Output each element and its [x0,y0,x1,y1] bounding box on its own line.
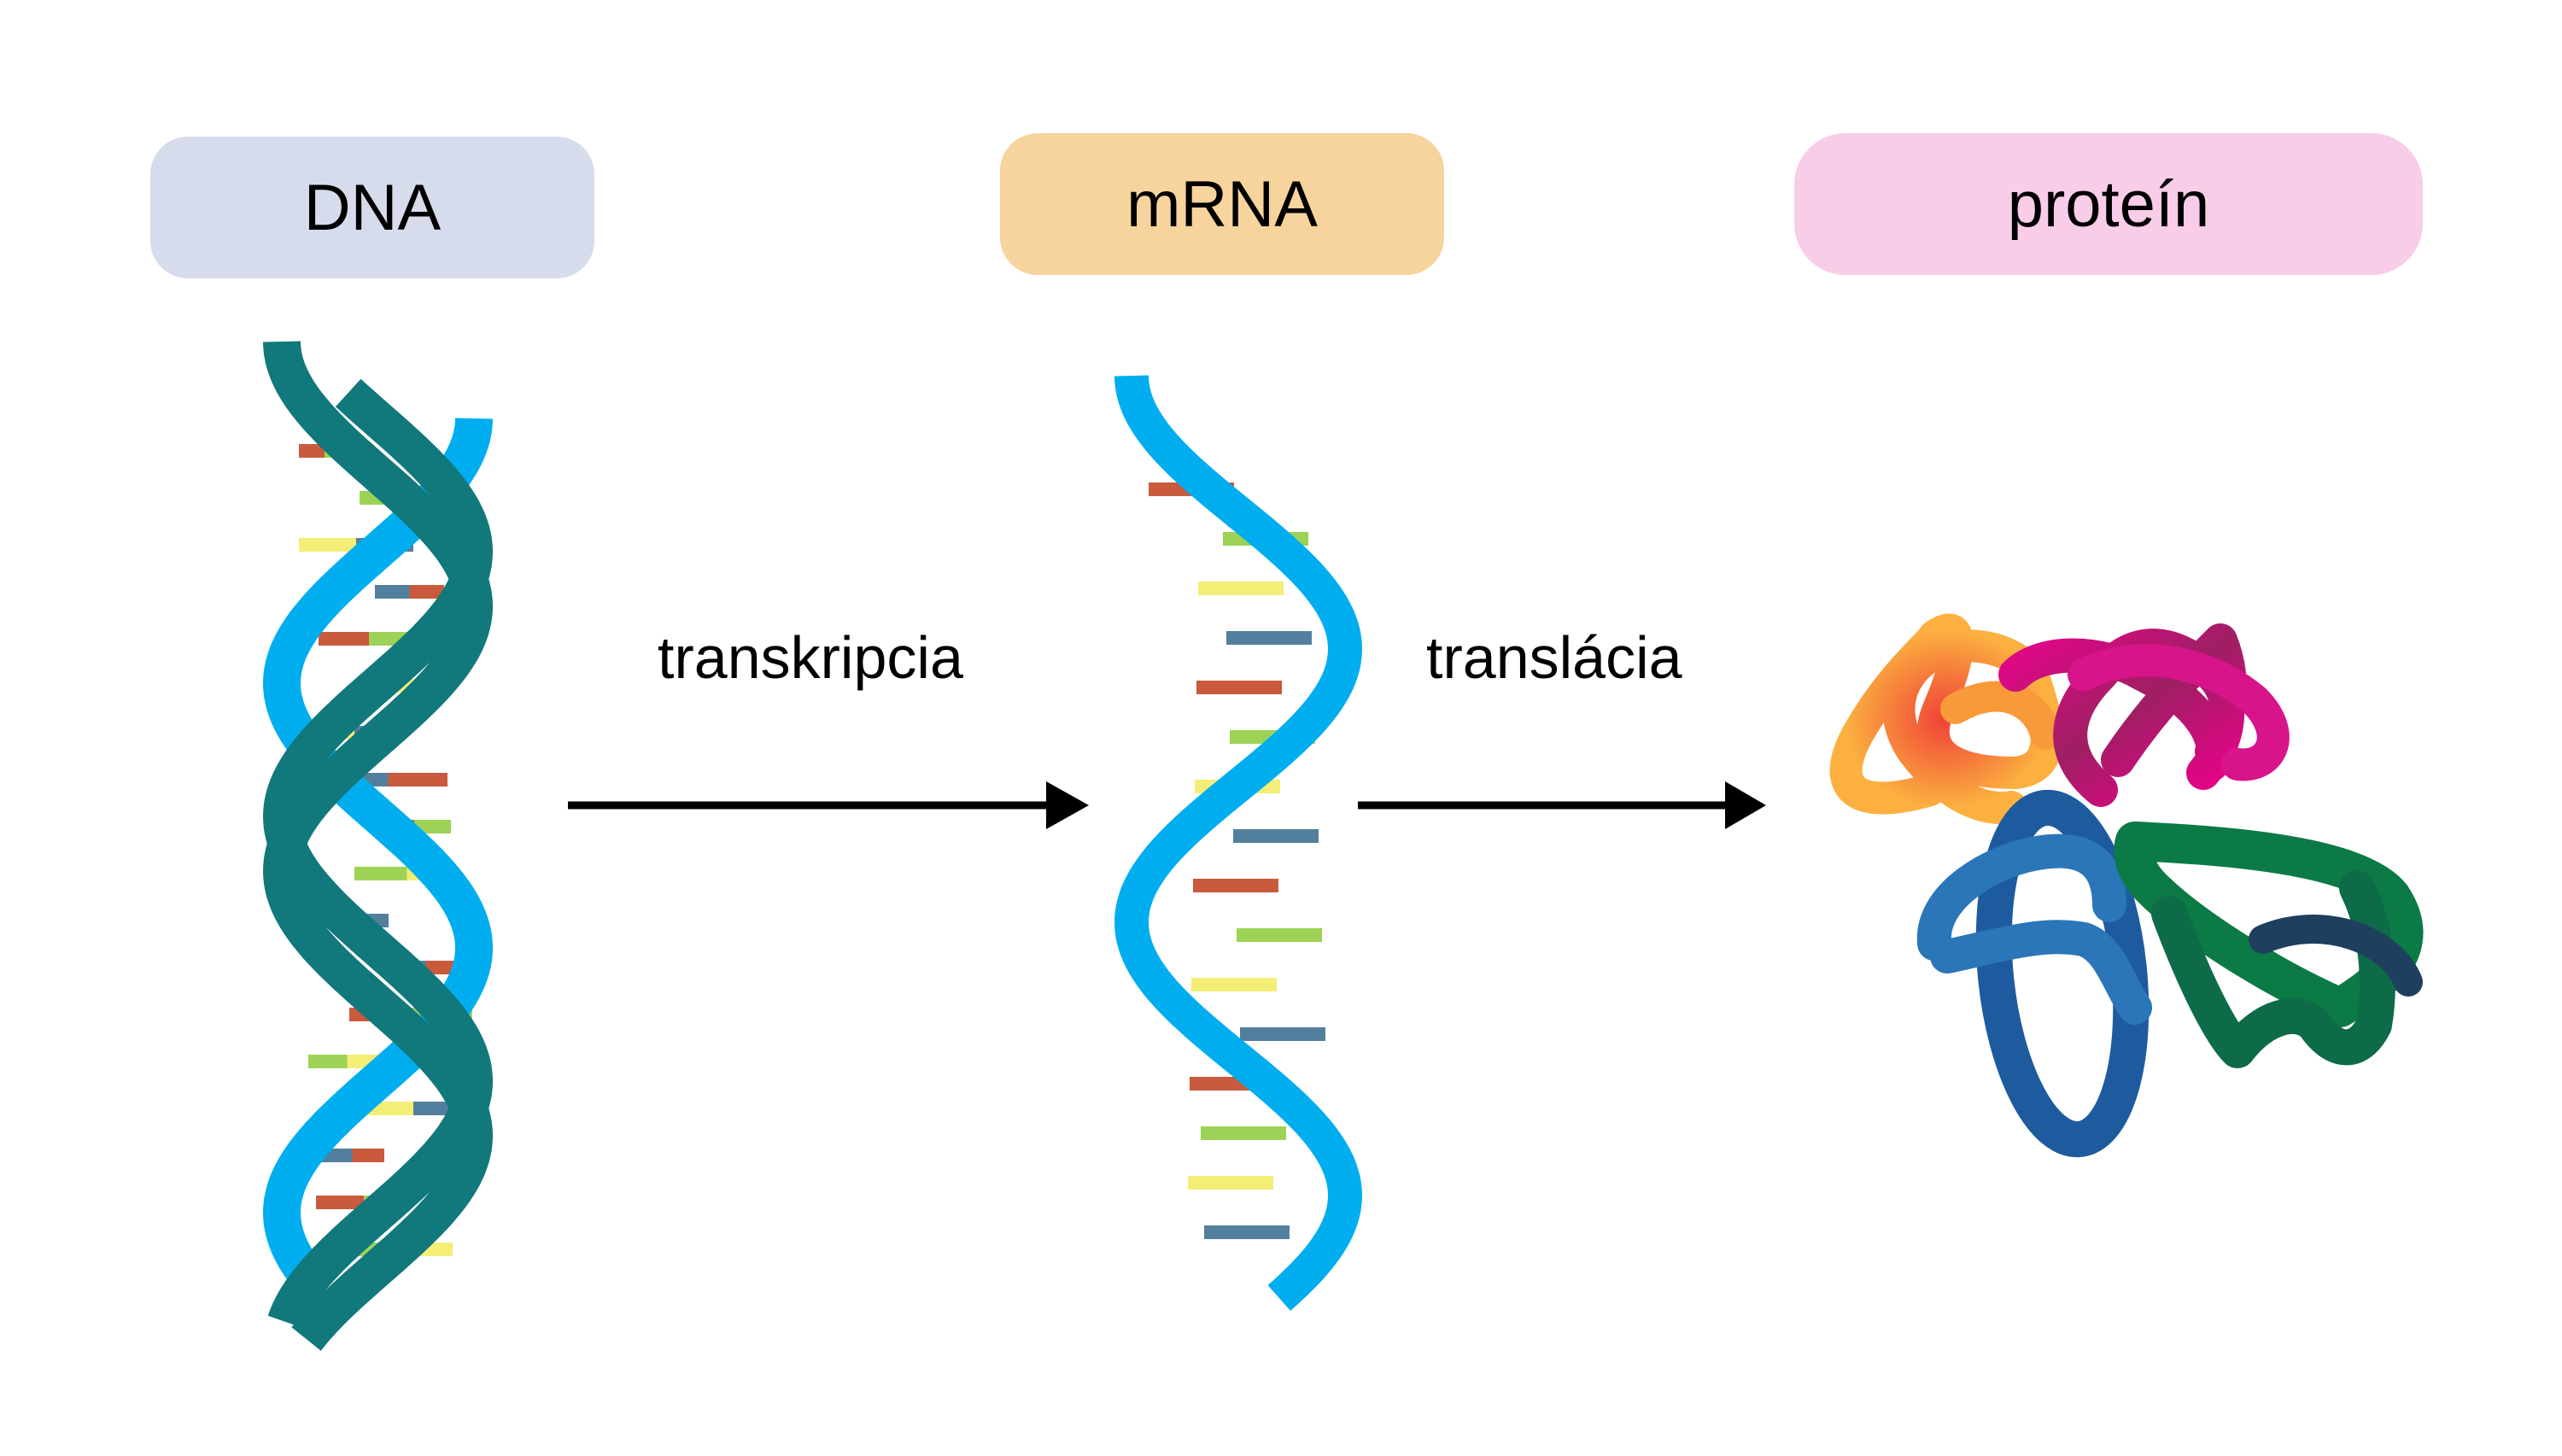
transcription-label: transkripcia [658,624,963,691]
dna-strand-light [263,418,494,1302]
nucleotide-base [1198,582,1284,595]
nucleotide-base [1226,631,1312,645]
nucleotide-base [1191,978,1277,991]
base-pair [375,585,410,599]
nucleotide-base [1233,829,1319,843]
base-pair [388,773,447,786]
base-pair [316,1196,364,1209]
translation-label: translácia [1426,624,1682,691]
mrna-label-box: mRNA [1000,133,1444,275]
dna-label: DNA [303,171,442,244]
nucleotide-base [1188,1176,1273,1190]
protein-label: proteín [2007,167,2210,241]
mrna-strand [1114,375,1363,1311]
translation-arrow [1358,781,1766,829]
dna-label-box: DNA [150,137,594,278]
dna-strand-dark [262,378,493,1329]
mrna-label: mRNA [1126,167,1318,241]
protein-green-loop [2114,822,2424,1068]
dna-double-helix [262,341,494,1351]
nucleotide-base [1240,1027,1325,1041]
protein-structure [1829,613,2424,1158]
base-pair [299,538,356,552]
protein-blue-loop [1916,789,2152,1158]
protein-magenta-loop [1998,623,2290,807]
nucleotide-base [1201,1126,1286,1140]
protein-label-box: proteín [1794,133,2423,275]
mrna-strand [1114,375,1363,1311]
base-pair [308,1055,348,1068]
base-pair [299,444,325,458]
protein-orange-loop [1829,613,2063,825]
nucleotide-base [1237,928,1322,942]
nucleotide-base [1193,879,1278,892]
base-pair [414,820,451,833]
base-pair [354,867,407,880]
transcription-arrow [568,781,1089,829]
base-pair [409,585,444,599]
nucleotide-base [1196,681,1282,694]
nucleotide-base [1204,1225,1290,1239]
base-pair [352,1149,384,1162]
base-pair [319,632,369,646]
